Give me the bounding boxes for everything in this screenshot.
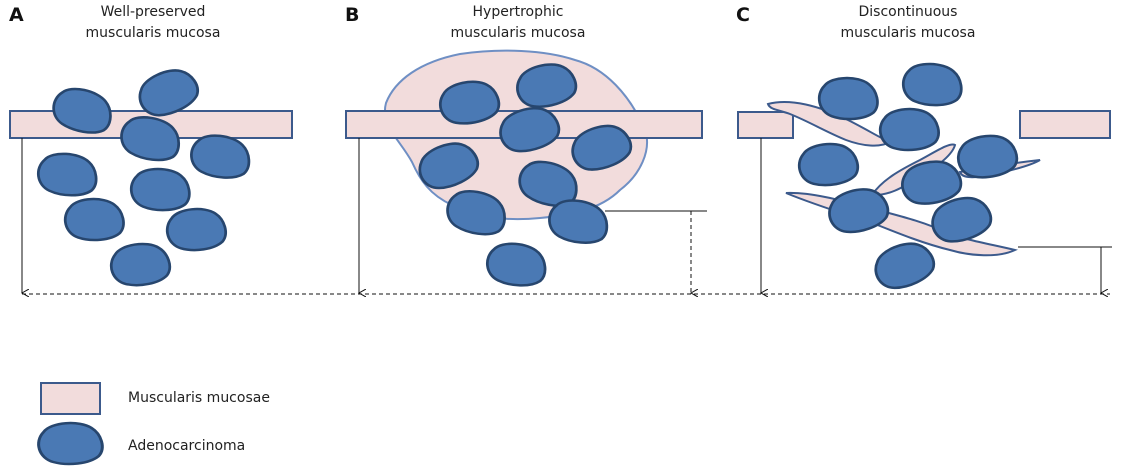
legend-adenocarcinoma-swatch — [37, 421, 104, 466]
adenocarcinoma-blob — [868, 235, 940, 296]
panel-c-title-line1: Discontinuous — [858, 4, 958, 20]
panel-b-title-line2: muscularis mucosa — [450, 25, 586, 41]
adenocarcinoma-blob — [954, 131, 1020, 182]
panel-a-title: Well-preserved muscularis mucosa — [43, 2, 263, 44]
adenocarcinoma-blob — [128, 165, 193, 214]
panel-b-letter: B — [345, 4, 360, 26]
adenocarcinoma-blob — [878, 107, 940, 152]
panel-a-title-line1: Well-preserved — [100, 4, 206, 20]
legend-adenocarcinoma-label: Adenocarcinoma — [128, 438, 246, 454]
panel-a-letter: A — [9, 4, 24, 26]
panel-a-title-line2: muscularis mucosa — [85, 25, 221, 41]
legend-muscularis-label: Muscularis mucosae — [128, 390, 270, 406]
panel-c-muscularis-right-segment — [1019, 110, 1111, 139]
panel-b-title-line1: Hypertrophic — [472, 4, 564, 20]
adenocarcinoma-blob — [108, 240, 173, 289]
panel-c-title: Discontinuous muscularis mucosa — [798, 2, 1018, 44]
adenocarcinoma-blob — [165, 207, 228, 252]
adenocarcinoma-blob — [34, 148, 101, 201]
panel-c-title-line2: muscularis mucosa — [840, 25, 976, 41]
adenocarcinoma-blob — [63, 196, 126, 243]
panel-c-letter: C — [736, 4, 750, 26]
tumor-group — [34, 58, 1020, 296]
adenocarcinoma-blob — [483, 238, 550, 291]
adenocarcinoma-blob — [899, 59, 965, 110]
adenocarcinoma-blob — [816, 75, 881, 122]
adenocarcinoma-blob — [796, 141, 860, 188]
legend-muscularis-swatch — [40, 382, 101, 415]
panel-b-title: Hypertrophic muscularis mucosa — [408, 2, 628, 44]
panel-c-muscularis-left-segment — [737, 111, 794, 139]
